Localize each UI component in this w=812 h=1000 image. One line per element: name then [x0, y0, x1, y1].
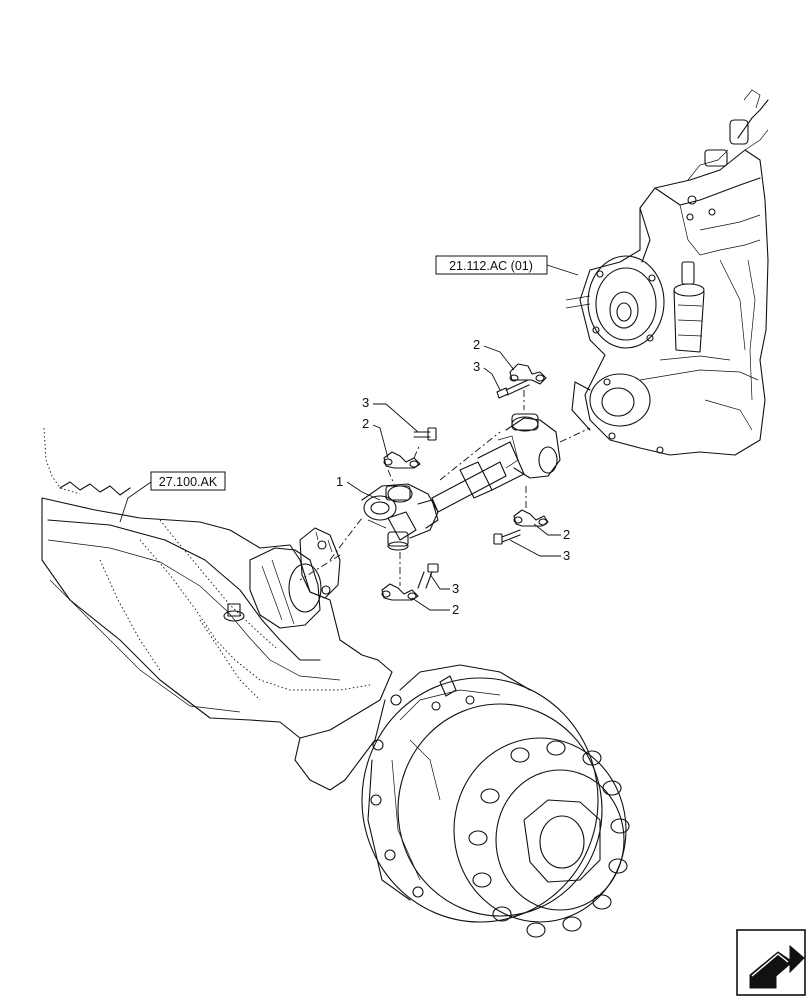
callout-clamp-lower: 2: [411, 597, 459, 617]
clamp-upper-left[interactable]: [383, 451, 421, 469]
callout-bolt-upper-left: 3: [362, 395, 419, 433]
callout-clamp-mid-right: 2: [533, 523, 570, 542]
callout-3-bolt-upper-left: 3: [362, 395, 369, 410]
ref-front-axle-label: 27.100.AK: [159, 475, 218, 489]
callout-3-bolt-lower: 3: [452, 581, 459, 596]
bolt-upper-right[interactable]: [496, 379, 530, 399]
ref-transmission[interactable]: 21.112.AC (01): [435, 255, 579, 276]
callout-2-clamp-upper-left: 2: [362, 416, 369, 431]
callout-3-bolt-upper-right: 3: [473, 359, 480, 374]
callout-drive-shaft: 1: [336, 474, 381, 501]
bolt-upper-left[interactable]: [413, 427, 437, 441]
callout-bolt-lower: 3: [429, 573, 459, 596]
front-axle-housing: [41, 427, 630, 938]
callout-clamp-upper-left: 2: [362, 416, 389, 459]
callout-bolt-mid-right: 3: [509, 539, 570, 563]
callout-2-clamp-upper-right: 2: [473, 337, 480, 352]
transmission-housing: [565, 89, 769, 456]
bolt-mid-right[interactable]: [493, 529, 521, 545]
clamp-lower[interactable]: [381, 583, 419, 601]
callout-3-bolt-mid-right: 3: [563, 548, 570, 563]
assembly-centerlines: [299, 390, 591, 586]
drive-shaft[interactable]: [361, 413, 561, 551]
bolt-lower[interactable]: [417, 563, 439, 589]
callout-1-drive-shaft: 1: [336, 474, 343, 489]
ref-transmission-label: 21.112.AC (01): [449, 259, 533, 273]
callout-clamp-upper-right: 2: [473, 337, 515, 371]
callout-bolt-upper-right: 3: [473, 359, 501, 391]
wheel-studs: [468, 740, 630, 938]
clamp-upper-right[interactable]: [509, 363, 547, 385]
clamp-mid-right[interactable]: [513, 509, 549, 527]
callout-2-clamp-mid-right: 2: [563, 527, 570, 542]
ref-front-axle[interactable]: 27.100.AK: [119, 471, 226, 523]
callout-2-clamp-lower: 2: [452, 602, 459, 617]
next-page-arrow-icon[interactable]: [736, 929, 806, 996]
